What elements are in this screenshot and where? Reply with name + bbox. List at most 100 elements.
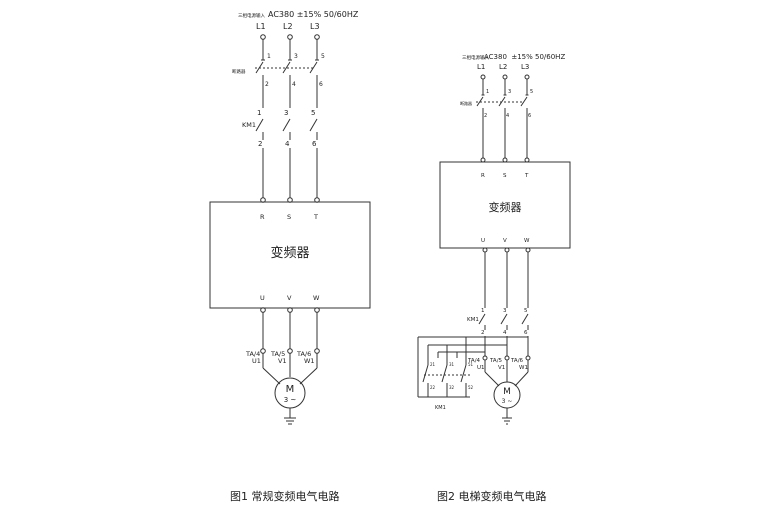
- fig2-inverter-label: 变频器: [489, 200, 522, 214]
- fig1-motor-terminal-u1: [260, 348, 266, 354]
- fig2-terminal-u: U: [481, 238, 485, 244]
- fig2-terminal-l2: [502, 74, 508, 80]
- fig2-v1-label: V1: [498, 365, 505, 371]
- fig2-km1-top-1: 1: [481, 308, 485, 314]
- fig2-breaker-bottom-4: 4: [506, 113, 509, 119]
- fig2-km1-bottom-4: 4: [503, 330, 507, 336]
- fig2-km1-label: KM1: [467, 317, 479, 323]
- fig1-caption: 图1 常规变频电气电路: [230, 490, 340, 503]
- fig1-terminal-l3: [314, 34, 320, 40]
- fig2-caption: 图2 电梯变频电气电路: [437, 490, 547, 503]
- fig2-breaker-top-1: 1: [486, 89, 489, 95]
- fig1-km1-top-5: 5: [311, 109, 315, 117]
- fig2-diagram: 三相电源输入 AC380 ±15% 50/60HZ L1 L2 L3 1 3 5…: [417, 53, 571, 425]
- fig2-terminal-l1: [480, 74, 486, 80]
- fig2-terminal-v: V: [503, 238, 507, 244]
- fig1-ta6-label: TA/6: [296, 350, 311, 358]
- fig2-aux-contact-52: 52: [468, 385, 474, 390]
- fig1-phase-l1: L1: [256, 22, 266, 31]
- fig1-terminal-r: R: [260, 213, 265, 221]
- fig2-aux-km1-label: KM1: [435, 405, 446, 411]
- fig1-terminal-w: W: [313, 294, 320, 302]
- fig2-ta6-label: TA/6: [510, 358, 524, 364]
- fig2-ground-icon: [502, 408, 512, 425]
- fig2-ta5-label: TA/5: [489, 358, 503, 364]
- fig1-contactor-km1: [255, 118, 318, 198]
- fig2-w1-label: W1: [519, 365, 528, 371]
- fig2-aux-contact-31: 31: [449, 362, 455, 367]
- fig2-phase-l1: L1: [477, 63, 485, 71]
- fig2-breaker-top-5: 5: [530, 89, 533, 95]
- fig2-breaker-bottom-2: 2: [484, 113, 487, 119]
- fig1-ta5-label: TA/5: [270, 350, 285, 358]
- fig1-breaker: [255, 39, 319, 108]
- fig2-breaker-label: 断路器: [460, 100, 472, 106]
- fig1-breaker-bottom-4: 4: [292, 81, 296, 88]
- fig2-contactor-km1: [478, 313, 529, 356]
- fig2-km1-top-5: 5: [524, 308, 528, 314]
- fig2-terminal-w: W: [524, 238, 530, 244]
- fig1-terminal-l1: [260, 34, 266, 40]
- fig1-breaker-bottom-6: 6: [319, 81, 323, 88]
- fig1-w1-label: W1: [304, 357, 315, 365]
- fig1-phase-l2: L2: [283, 22, 293, 31]
- fig1-diagram: 三相电源输入 AC380 ±15% 50/60HZ L1 L2 L3 1 3 5: [209, 10, 371, 425]
- fig2-terminal-s: S: [503, 173, 507, 179]
- fig1-motor-terminal-v1: [287, 348, 293, 354]
- fig2-motor-type: 3 ~: [502, 398, 513, 405]
- fig2-motor-terminal-w1: [525, 355, 531, 361]
- fig2-km1-bottom-6: 6: [524, 330, 528, 336]
- fig1-km1-bottom-4: 4: [285, 140, 290, 148]
- fig2-ta4-label: TA/4: [467, 358, 481, 364]
- fig2-terminal-t: T: [524, 173, 529, 179]
- fig2-km1-bottom-2: 2: [481, 330, 485, 336]
- fig1-breaker-top-3: 3: [294, 53, 298, 60]
- fig2-aux-contact-21: 21: [430, 362, 436, 367]
- fig1-ground-icon: [284, 408, 296, 425]
- fig1-u1-label: U1: [252, 357, 261, 365]
- fig1-breaker-label: 断路器: [232, 68, 246, 75]
- fig2-phase-l2: L2: [499, 63, 507, 71]
- fig2-breaker-top-3: 3: [508, 89, 511, 95]
- fig2-terminal-l3: [524, 74, 530, 80]
- fig1-phase-l3: L3: [310, 22, 320, 31]
- fig2-aux-contact-32: 32: [449, 385, 455, 390]
- fig2-motor-terminal-u1: [482, 355, 488, 361]
- fig1-terminal-t: T: [313, 213, 318, 221]
- fig2-motor-terminal-v1: [504, 355, 510, 361]
- fig1-motor-terminal-w1: [314, 348, 320, 354]
- fig1-terminal-v: V: [287, 294, 292, 302]
- fig2-inverter-box: [439, 161, 571, 249]
- fig2-phase-l3: L3: [521, 63, 529, 71]
- fig1-v1-label: V1: [278, 357, 287, 365]
- fig1-ta4-label: TA/4: [245, 350, 260, 358]
- fig1-supply-spec: AC380 ±15% 50/60HZ: [268, 10, 359, 19]
- fig1-breaker-bottom-2: 2: [265, 81, 269, 88]
- fig1-km1-label: KM1: [242, 121, 256, 129]
- fig2-supply-spec: AC380 ±15% 50/60HZ: [484, 53, 565, 61]
- fig2-aux-contact-22: 22: [430, 385, 436, 390]
- fig1-km1-top-1: 1: [257, 109, 261, 117]
- fig1-terminal-l2: [287, 34, 293, 40]
- fig1-km1-bottom-2: 2: [258, 140, 262, 148]
- fig1-breaker-top-1: 1: [267, 53, 271, 60]
- fig2-aux-contact-loop: [417, 336, 528, 398]
- fig1-breaker-top-5: 5: [321, 53, 325, 60]
- fig2-breaker-bottom-6: 6: [528, 113, 531, 119]
- fig1-supply-note: 三相电源输入: [238, 12, 265, 19]
- fig2-aux-contact-51: 51: [468, 362, 474, 367]
- fig2-motor-symbol: M: [503, 387, 511, 397]
- fig2-terminal-r: R: [481, 173, 485, 179]
- fig1-terminal-u: U: [260, 294, 265, 302]
- fig2-km1-top-3: 3: [503, 308, 507, 314]
- fig1-km1-bottom-6: 6: [312, 140, 317, 148]
- fig1-motor-symbol: M: [286, 384, 295, 395]
- fig2-breaker: [476, 79, 529, 158]
- fig1-inverter-label: 变频器: [270, 245, 309, 261]
- fig2-supply-note: 三相电源输入: [462, 54, 489, 61]
- fig1-motor-type: 3 ~: [284, 396, 297, 404]
- fig1-km1-top-3: 3: [284, 109, 288, 117]
- fig1-terminal-s: S: [287, 213, 291, 221]
- fig2-u1-label: U1: [477, 365, 485, 371]
